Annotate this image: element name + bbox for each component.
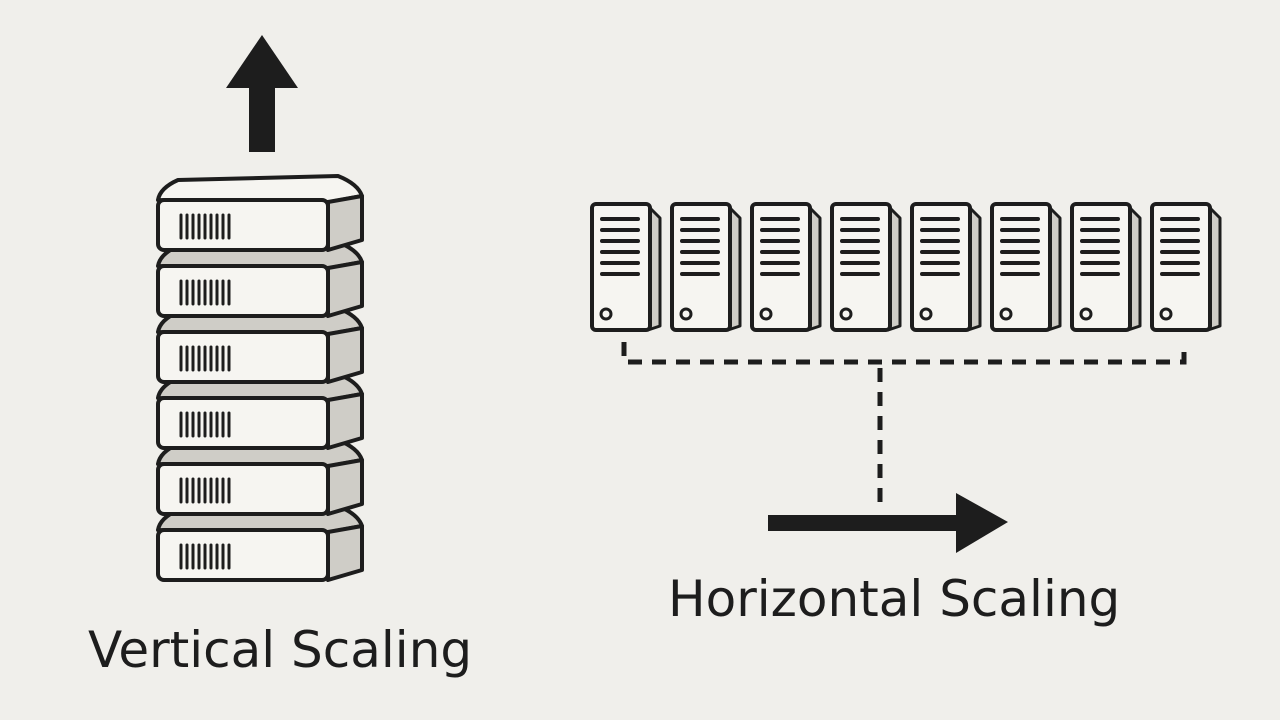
tower-server-icon xyxy=(670,202,742,332)
tower-server-icon xyxy=(590,202,662,332)
rack-server-icon xyxy=(156,372,364,450)
tower-server-icon xyxy=(750,202,822,332)
horizontal-scaling-group: Horizontal Scaling xyxy=(590,202,1222,628)
horizontal-scaling-label: Horizontal Scaling xyxy=(668,570,1120,628)
tower-server-icon xyxy=(990,202,1062,332)
vertical-scaling-label: Vertical Scaling xyxy=(88,621,472,679)
rack-server-icon xyxy=(156,174,364,252)
arrow-right-icon xyxy=(768,493,1008,553)
rack-server-icon xyxy=(156,504,364,582)
rack-server-icon xyxy=(156,240,364,318)
rack-server-icon xyxy=(156,306,364,384)
tower-server-icon xyxy=(1070,202,1142,332)
rack-server-icon xyxy=(156,438,364,516)
tower-server-icon xyxy=(1150,202,1222,332)
dashed-connector xyxy=(621,342,1187,365)
arrow-up-icon xyxy=(226,35,298,152)
vertical-scaling-group: Vertical Scaling xyxy=(88,35,472,679)
horizontal-server-row xyxy=(590,202,1222,332)
tower-server-icon xyxy=(830,202,902,332)
tower-server-icon xyxy=(910,202,982,332)
vertical-server-stack xyxy=(156,174,364,582)
